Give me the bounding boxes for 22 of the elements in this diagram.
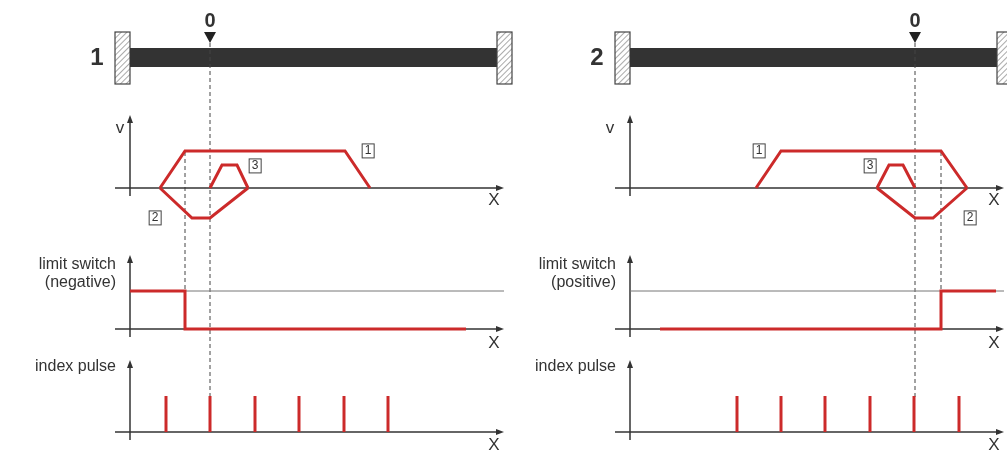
panel-number: 1	[90, 43, 104, 71]
axis-label: X	[488, 435, 500, 452]
callout-number: 2	[148, 210, 162, 226]
callout-number: 3	[248, 158, 262, 174]
axis-label: X	[488, 333, 500, 353]
axis-label: X	[488, 190, 500, 210]
axis-label: X	[988, 333, 1000, 353]
zero-mark: 0	[204, 9, 216, 31]
signal-label: limit switch (negative)	[37, 255, 116, 291]
callout-number: 1	[361, 143, 375, 159]
callout-number: 2	[963, 210, 977, 226]
axis-label: X	[988, 435, 1000, 452]
signal-label: index pulse	[34, 357, 116, 375]
signal-label: limit switch (positive)	[537, 255, 616, 291]
callout-number: 1	[752, 143, 766, 159]
signal-label: index pulse	[534, 357, 616, 375]
axis-label: v	[115, 118, 125, 138]
axis-label: X	[988, 190, 1000, 210]
zero-mark: 0	[909, 9, 921, 31]
panel-number: 2	[590, 43, 604, 71]
axis-label: v	[605, 118, 615, 138]
callout-number: 3	[863, 158, 877, 174]
